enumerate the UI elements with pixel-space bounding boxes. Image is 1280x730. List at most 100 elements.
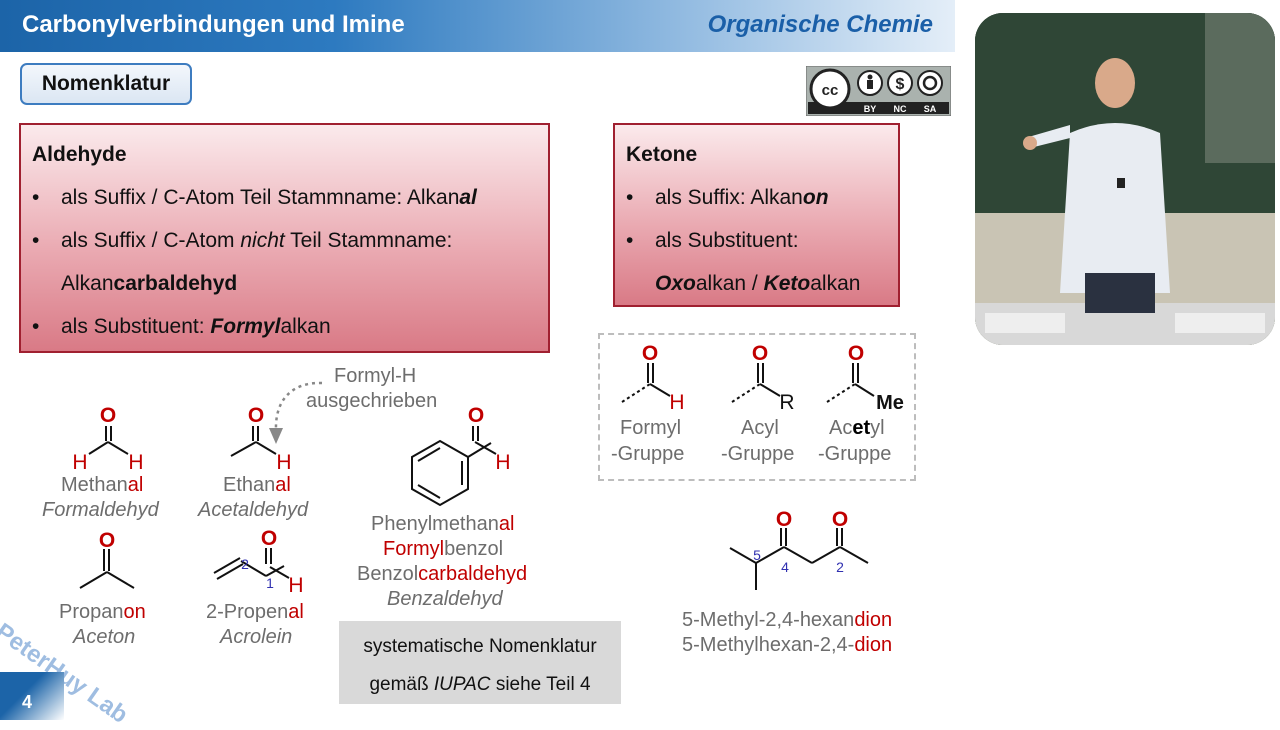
text: 2-Propen [206,601,289,623]
atom-h: H [128,451,143,474]
locant: 2 [836,559,844,575]
propenal-trivial: Acrolein [220,626,293,648]
bullet: • [626,186,634,209]
bullet: • [626,229,634,252]
groups-box [598,333,916,481]
locant: 5 [753,547,761,563]
text-em: Formyl [210,315,281,338]
annotation-line-2: ausgechrieben [306,390,438,412]
aldehyde-line-1: als Suffix / C-Atom Teil Stammname: Alka… [61,186,477,210]
ethanal-trivial: Acetaldehyd [198,499,309,521]
atom-h: H [495,451,510,474]
aldehyde-box: Aldehyde • als Suffix / C-Atom Teil Stam… [19,123,550,353]
slide-title: Carbonylverbindungen und Imine [22,11,405,38]
text: als Substituent: [61,315,211,338]
atom-h: H [72,451,87,474]
sa-label: SA [924,104,937,114]
text: als Suffix: Alkan [655,186,803,209]
svg-text:$: $ [896,76,905,93]
text: gemäß [369,674,434,695]
acyl-label-2: -Gruppe [721,443,795,465]
page-number: 4 [22,692,33,712]
text: benzol [444,538,504,560]
text: Alkan [61,272,114,295]
lecturer-video-image [975,13,1275,345]
text: al [288,601,304,623]
propanon-name: Propanon [59,601,146,624]
sa-icon [917,70,943,96]
page-number-badge: 4 [0,672,64,720]
lecturer-video [975,13,1275,345]
text: Teil Stammname: [284,229,453,252]
header-bar: Carbonylverbindungen und Imine Organisch… [0,0,955,52]
atom-h: H [276,451,291,474]
atom-o: O [468,404,484,427]
aldehyde-line-3: Alkancarbaldehyd [61,272,237,296]
text: yl [870,417,885,439]
nc-label: NC [894,104,907,114]
text: carbaldehyd [418,563,528,585]
atom-o: O [248,404,264,427]
acetyl-label-1: Acetyl [829,417,885,440]
iupac-line-2: gemäß IUPAC siehe Teil 4 [339,674,621,696]
atom-h: H [288,574,303,597]
text: alkan [810,272,861,295]
text: alkan [280,315,331,338]
benzaldehyd-trivial: Benzaldehyd [387,588,503,610]
text: alkan / [695,272,764,295]
by-label: BY [864,104,877,114]
text: Ac [829,417,853,439]
annotation-line-1: Formyl-H [334,365,417,387]
methanal-trivial: Formaldehyd [42,499,159,521]
hexandion-name-1: 5-Methyl-2,4-hexandion [682,609,892,632]
text: Propan [59,601,124,623]
text: Formyl [383,538,445,560]
ketone-line-3: Oxoalkan / Ketoalkan [655,272,860,296]
acetyl-label-2: -Gruppe [818,443,892,465]
propanon-trivial: Aceton [73,626,136,648]
ethanal-name: Ethanal [223,474,291,497]
methanal-name: Methanal [61,474,143,497]
cc-label: cc [822,82,839,99]
aldehyde-line-4: als Substituent: Formylalkan [61,315,331,339]
text: al [275,474,291,496]
ketone-line-2: als Substituent: [655,229,799,252]
text-em: carbaldehyd [113,272,238,295]
hexandion-name-2: 5-Methylhexan-2,4-dion [682,634,892,657]
bullet: • [32,315,40,338]
atom-o: O [776,508,792,531]
formyl-label-1: Formyl [620,417,682,439]
iupac-note: systematische Nomenklatur gemäß IUPAC si… [339,621,621,704]
locant: 2 [241,556,249,572]
acyl-label-1: Acyl [741,417,779,439]
atom-o: O [261,527,277,550]
atom-o: O [99,529,115,552]
aldehyde-line-2: als Suffix / C-Atom nicht Teil Stammname… [61,229,452,253]
locant: 1 [266,575,274,591]
text: al [127,474,144,496]
text: als Suffix / C-Atom [61,229,241,252]
benzaldehyd-name-3: Benzolcarbaldehyd [357,563,527,586]
formyl-label-2: -Gruppe [611,443,685,465]
ketone-line-1: als Suffix: Alkanon [655,186,829,210]
text: 5-Methylhexan-2,4- [682,634,855,656]
text: Phenylmethan [371,513,499,535]
ketone-heading: Ketone [626,143,698,166]
text-em: on [802,186,829,209]
bullet: • [32,186,40,209]
cc-license-badge: cc $ BY NC SA [806,66,951,116]
locant: 4 [781,559,789,575]
nomenklatur-button[interactable]: Nomenklatur [20,63,192,105]
aldehyde-heading: Aldehyde [32,143,127,166]
text: Methan [61,474,128,496]
benzaldehyd-name-2: Formylbenzol [383,538,503,561]
text-em: et [852,417,871,439]
iupac-line-1: systematische Nomenklatur [363,636,597,657]
nc-dollar-icon [887,70,913,96]
propenal-name: 2-Propenal [206,601,304,624]
text: al [498,513,515,535]
ketone-box: Ketone • als Suffix: Alkanon • als Subst… [613,123,900,307]
text-em: nicht [240,229,285,252]
text-em: Keto [763,272,811,295]
text-em: Oxo [655,272,696,295]
